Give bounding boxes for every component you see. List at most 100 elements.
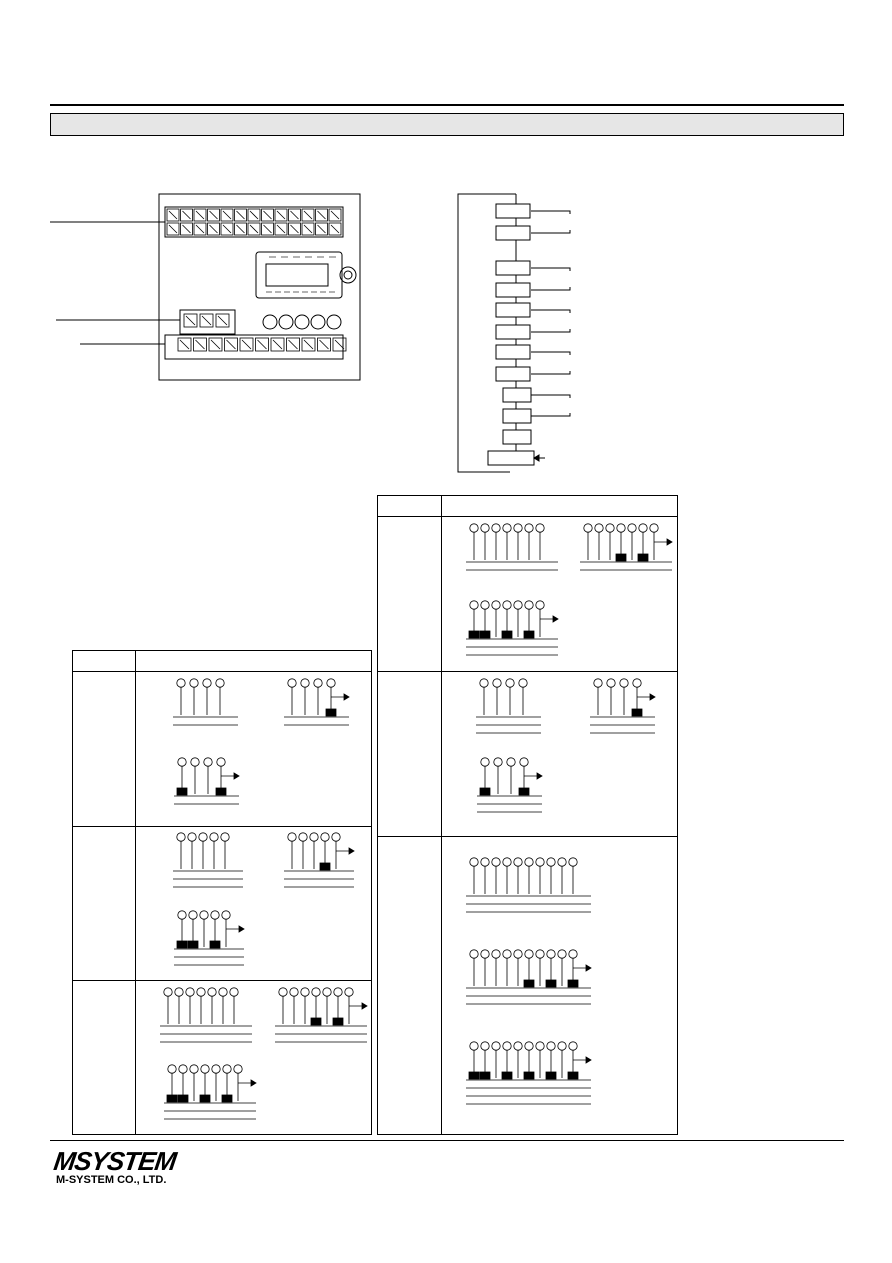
terminal-circle bbox=[502, 949, 512, 959]
terminal-circle bbox=[322, 987, 332, 997]
terminal-circle bbox=[491, 600, 501, 610]
terminal-screw bbox=[166, 208, 180, 222]
terminal-circle bbox=[627, 523, 637, 533]
terminal-circle bbox=[176, 678, 186, 688]
terminal-circle bbox=[196, 987, 206, 997]
terminal-screw bbox=[301, 208, 315, 222]
terminal-circle bbox=[333, 987, 343, 997]
terminal-circle bbox=[568, 1041, 578, 1051]
terminal-circle bbox=[233, 1064, 243, 1074]
terminal-circle bbox=[190, 757, 200, 767]
flow-step-box bbox=[495, 302, 531, 318]
terminal-circle bbox=[513, 523, 523, 533]
terminal-circle bbox=[203, 757, 213, 767]
terminal-screw bbox=[286, 337, 300, 352]
arrow-head bbox=[250, 1079, 257, 1087]
terminal-screw bbox=[215, 313, 230, 328]
terminal-screw bbox=[193, 337, 207, 352]
terminal-screw bbox=[301, 222, 315, 236]
footer-rule bbox=[50, 1140, 844, 1141]
terminal-circle bbox=[524, 1041, 534, 1051]
terminal-circle bbox=[546, 857, 556, 867]
terminal-circle bbox=[568, 857, 578, 867]
terminal-circle bbox=[287, 832, 297, 842]
terminal-circle bbox=[229, 987, 239, 997]
terminal-circle bbox=[178, 1064, 188, 1074]
ct-coil bbox=[631, 708, 643, 717]
terminal-circle bbox=[198, 832, 208, 842]
terminal-circle bbox=[188, 910, 198, 920]
terminal-circle bbox=[309, 832, 319, 842]
terminal-circle bbox=[535, 949, 545, 959]
terminal-circle bbox=[616, 523, 626, 533]
terminal-circle bbox=[649, 523, 659, 533]
ct-coil bbox=[479, 787, 491, 796]
terminal-circle bbox=[513, 600, 523, 610]
terminal-screw bbox=[183, 313, 198, 328]
arrow-head bbox=[666, 538, 673, 546]
terminal-circle bbox=[619, 678, 629, 688]
terminal-screw bbox=[207, 222, 220, 236]
terminal-circle bbox=[505, 678, 515, 688]
arrow-head bbox=[238, 925, 245, 933]
terminal-circle bbox=[289, 987, 299, 997]
terminal-circle bbox=[502, 523, 512, 533]
terminal-screw bbox=[220, 208, 234, 222]
arrow-head bbox=[533, 454, 540, 462]
terminal-screw bbox=[247, 208, 261, 222]
ct-coil bbox=[479, 1071, 491, 1080]
terminal-circle bbox=[583, 523, 593, 533]
terminal-circle bbox=[480, 757, 490, 767]
ct-coil bbox=[221, 1094, 233, 1103]
terminal-circle bbox=[491, 523, 501, 533]
terminal-screw bbox=[288, 222, 301, 236]
terminal-circle bbox=[606, 678, 616, 688]
ct-coil bbox=[523, 1071, 535, 1080]
ct-coil bbox=[176, 940, 188, 949]
terminal-circle bbox=[513, 949, 523, 959]
terminal-circle bbox=[187, 832, 197, 842]
terminal-circle bbox=[313, 678, 323, 688]
terminal-circle bbox=[557, 949, 567, 959]
logo-company-name: M-SYSTEM CO., LTD. bbox=[56, 1174, 167, 1186]
terminal-circle bbox=[519, 757, 529, 767]
arrow-head bbox=[585, 1056, 592, 1064]
terminal-circle bbox=[200, 1064, 210, 1074]
terminal-circle bbox=[492, 678, 502, 688]
terminal-circle bbox=[638, 523, 648, 533]
terminal-circle bbox=[524, 857, 534, 867]
terminal-circle bbox=[491, 949, 501, 959]
terminal-circle bbox=[479, 678, 489, 688]
header-rule bbox=[50, 104, 844, 106]
flow-step-box bbox=[495, 282, 531, 298]
terminal-circle bbox=[518, 678, 528, 688]
arrow-head bbox=[348, 847, 355, 855]
terminal-circle bbox=[594, 523, 604, 533]
terminal-screw bbox=[315, 208, 328, 222]
terminal-circle bbox=[593, 678, 603, 688]
terminal-circle bbox=[480, 600, 490, 610]
flow-step-box bbox=[495, 366, 531, 382]
terminal-circle bbox=[491, 1041, 501, 1051]
terminal-circle bbox=[480, 857, 490, 867]
terminal-screw bbox=[332, 337, 347, 352]
terminal-circle bbox=[300, 987, 310, 997]
terminal-circle bbox=[632, 678, 642, 688]
terminal-circle bbox=[524, 523, 534, 533]
terminal-circle bbox=[177, 757, 187, 767]
terminal-circle bbox=[189, 678, 199, 688]
terminal-circle bbox=[535, 523, 545, 533]
flow-step-box bbox=[502, 429, 532, 445]
terminal-circle bbox=[202, 678, 212, 688]
terminal-screw bbox=[177, 337, 192, 352]
terminal-circle bbox=[513, 857, 523, 867]
terminal-screw bbox=[317, 337, 331, 352]
terminal-screw bbox=[220, 222, 234, 236]
terminal-circle bbox=[546, 949, 556, 959]
terminal-circle bbox=[557, 1041, 567, 1051]
terminal-circle bbox=[535, 600, 545, 610]
terminal-circle bbox=[211, 1064, 221, 1074]
terminal-circle bbox=[174, 987, 184, 997]
